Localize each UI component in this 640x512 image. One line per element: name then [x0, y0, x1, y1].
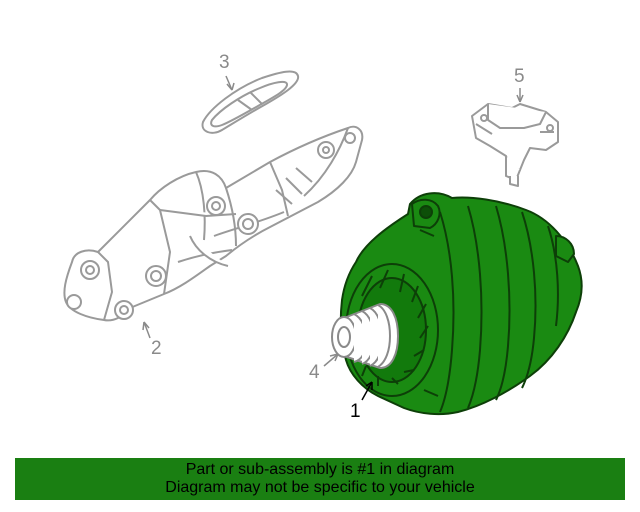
- alternator-part[interactable]: [339, 192, 583, 416]
- callout-3: 3: [219, 52, 230, 73]
- callout-2: 2: [151, 338, 162, 359]
- callout-4: 4: [309, 362, 320, 383]
- parts-diagram: 3 5 2 4 1: [63, 52, 583, 422]
- banner-line-1: Part or sub-assembly is #1 in diagram: [185, 461, 455, 478]
- banner-line-2: Diagram may not be specific to your vehi…: [165, 479, 475, 496]
- bracket-part[interactable]: [63, 125, 364, 322]
- pulley-part[interactable]: [331, 303, 399, 369]
- callout-1: 1: [350, 401, 361, 422]
- gasket-part[interactable]: [201, 70, 300, 134]
- leader-lines: [142, 75, 524, 401]
- regulator-part[interactable]: [471, 103, 559, 187]
- callout-5: 5: [514, 66, 525, 87]
- info-banner: Part or sub-assembly is #1 in diagram Di…: [15, 458, 625, 500]
